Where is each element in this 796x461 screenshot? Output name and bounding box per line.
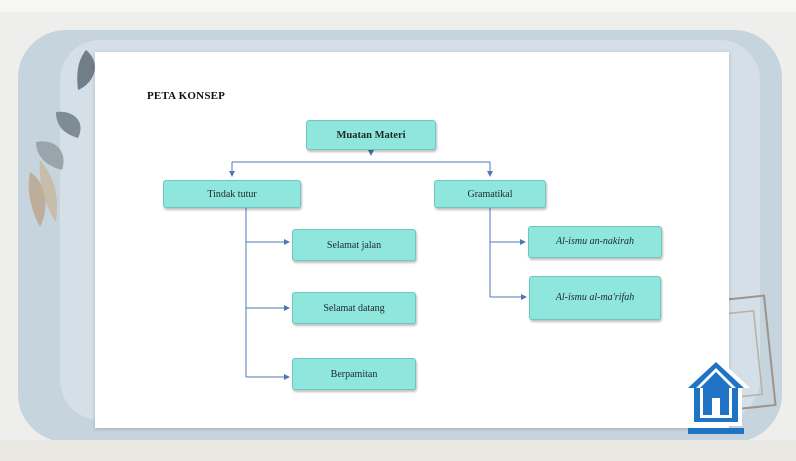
slide-title: PETA KONSEP [147, 90, 226, 102]
node-al-ismu-al-marifah: Al-ismu al-ma'rifah [529, 276, 661, 320]
node-berpamitan: Berpamitan [292, 358, 416, 390]
node-selamat-datang: Selamat datang [292, 292, 416, 324]
node-muatan-materi: Muatan Materi [306, 120, 436, 150]
top-decoration-strip [0, 0, 796, 12]
slide: PETA KONSEP Muatan Materi Tindak tutur G… [95, 52, 729, 428]
home-icon [682, 356, 750, 434]
node-al-ismu-an-nakirah: Al-ismu an-nakirah [528, 226, 662, 258]
leaf-decoration [28, 50, 95, 227]
node-gramatikal: Gramatikal [434, 180, 546, 208]
bottom-band [0, 440, 796, 461]
concept-map-connectors [229, 150, 527, 380]
node-selamat-jalan: Selamat jalan [292, 229, 416, 261]
node-tindak-tutur: Tindak tutur [163, 180, 301, 208]
home-button[interactable] [680, 352, 752, 436]
